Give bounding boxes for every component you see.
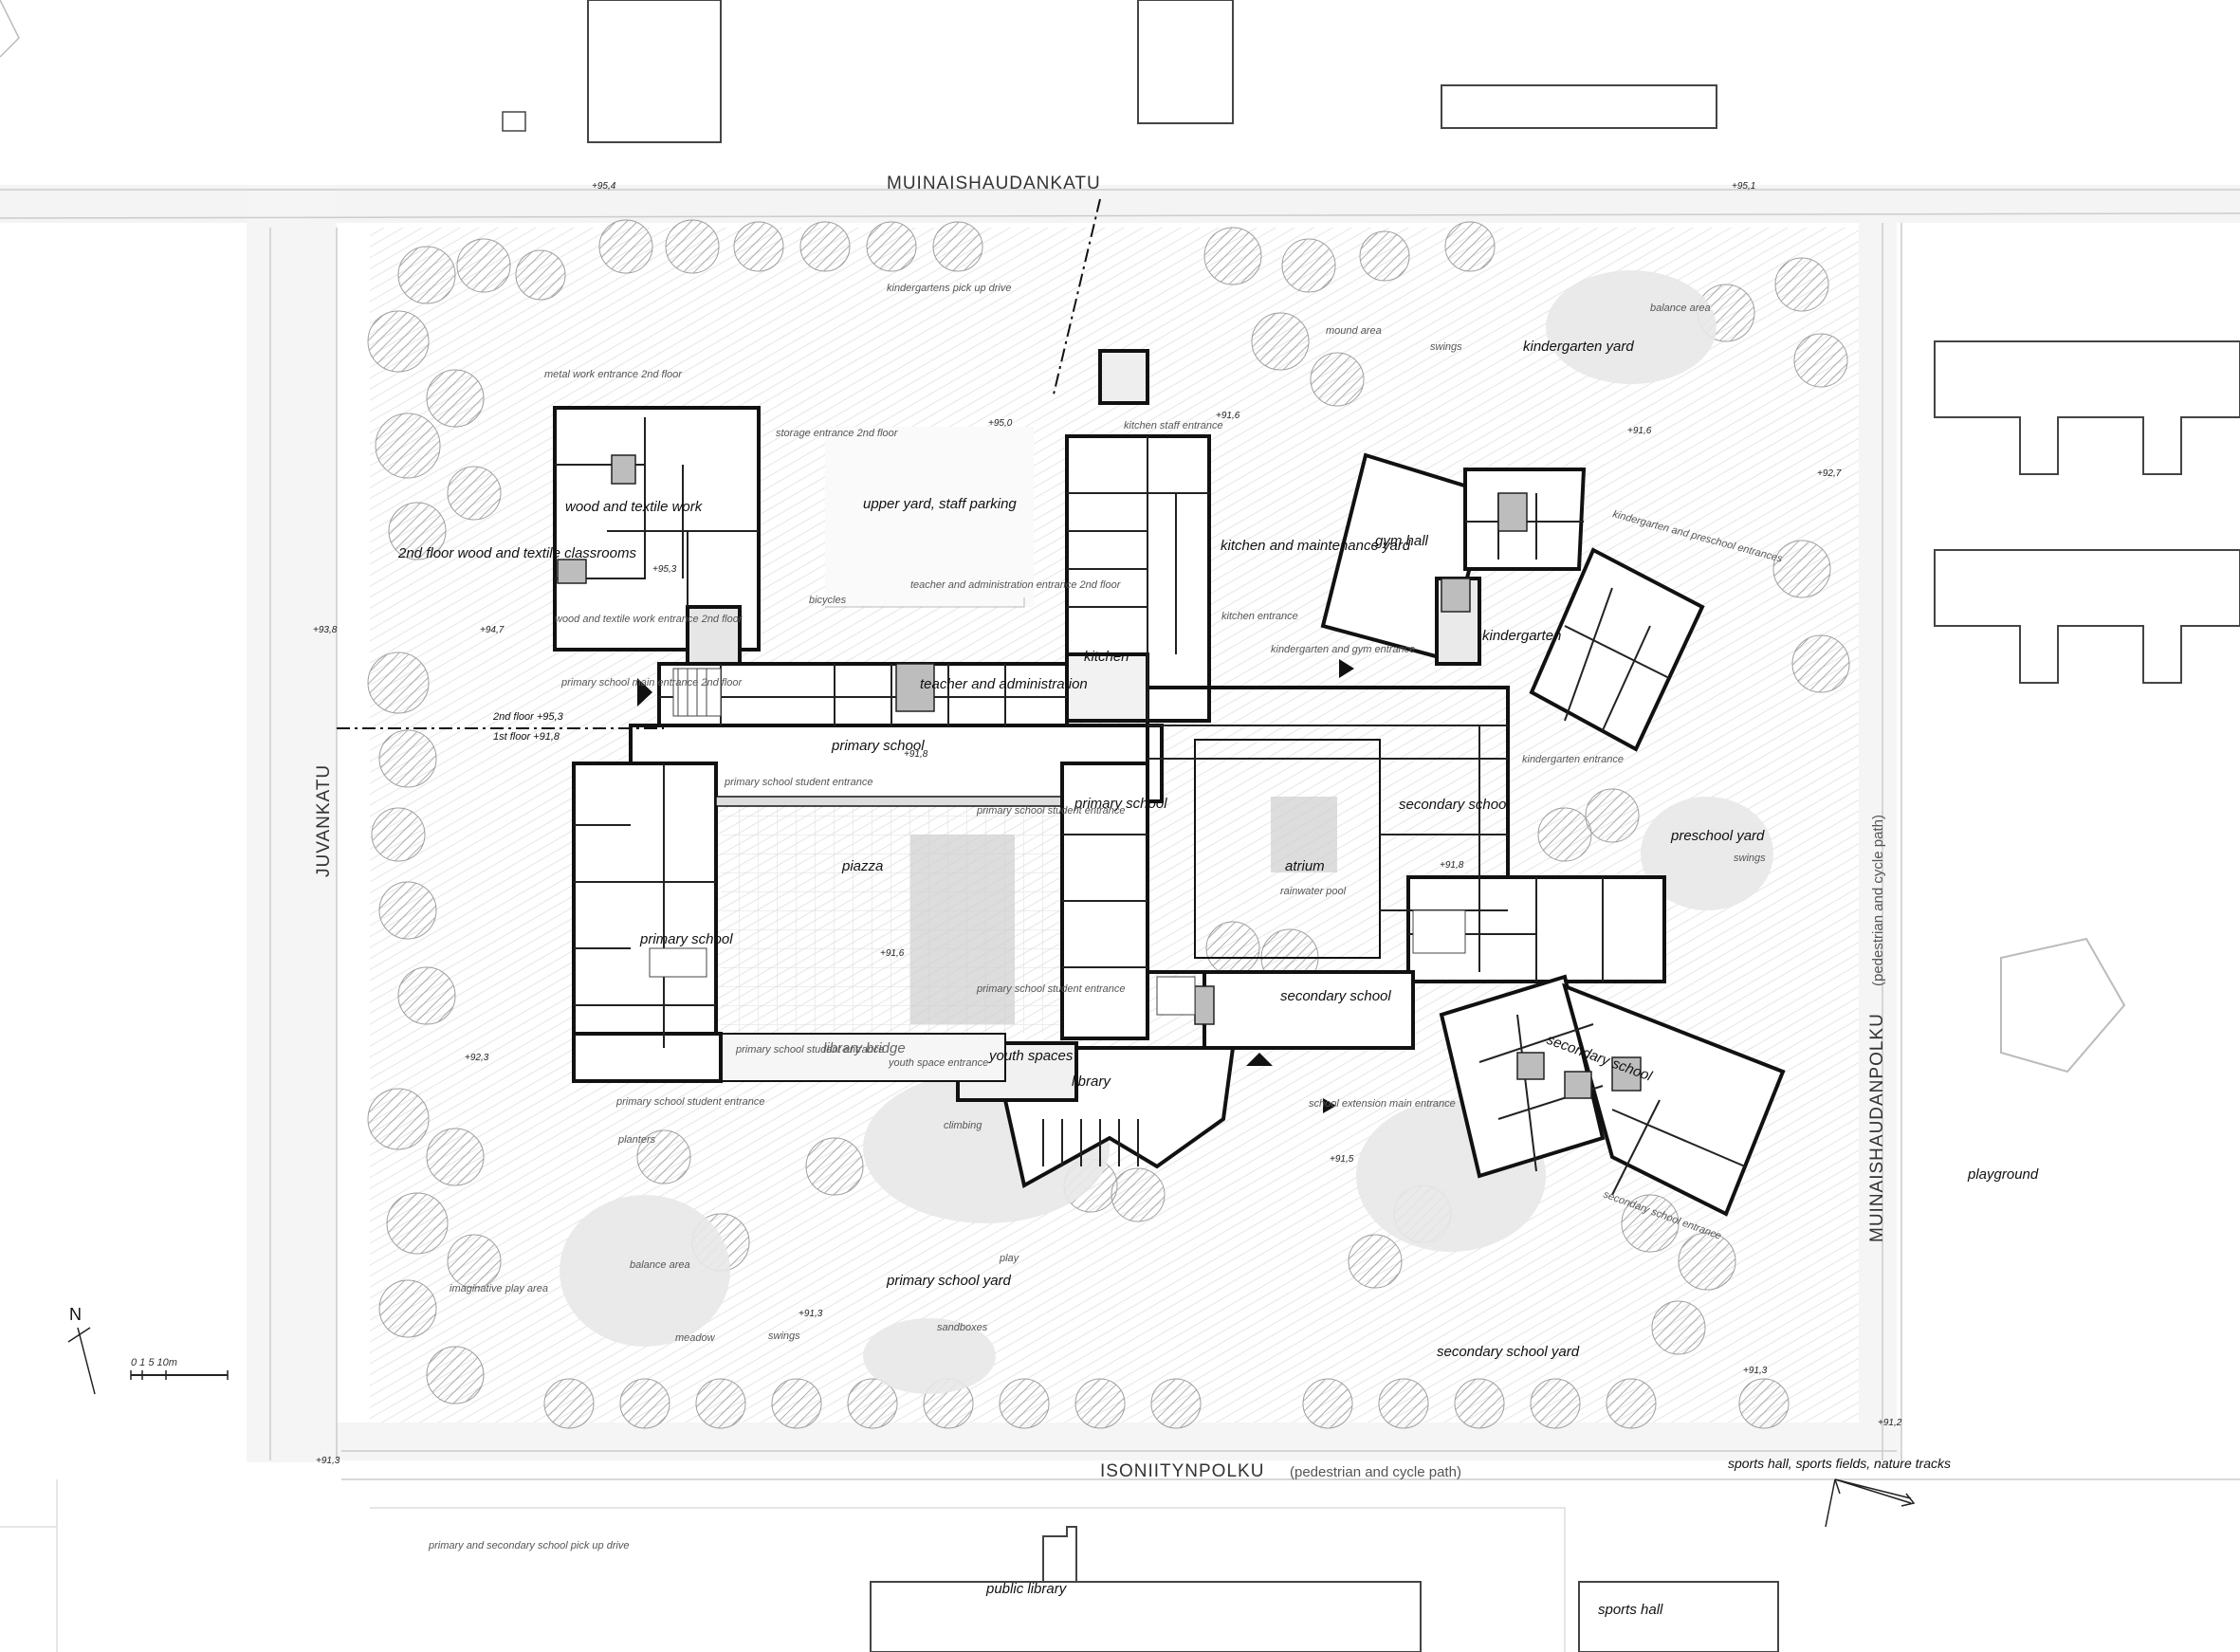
elev-12: +92,3 <box>465 1053 489 1063</box>
elev-9: +91,8 <box>904 749 928 760</box>
elev-13: +91,5 <box>1330 1154 1354 1165</box>
courtyards <box>721 427 1337 1034</box>
elev-16: +91,3 <box>1743 1366 1768 1376</box>
label-teacher-admin: teacher and administration <box>920 676 1088 692</box>
note-student-entrance-3: primary school student entrance <box>976 983 1126 995</box>
note-metal-work: metal work entrance 2nd floor <box>544 369 683 380</box>
label-gym: gym hall <box>1375 533 1429 549</box>
note-swings: swings <box>768 1331 800 1342</box>
section-line <box>337 198 1101 729</box>
label-kindergarten-yard: kindergarten yard <box>1523 339 1634 355</box>
elev-1: +95,4 <box>592 181 616 192</box>
label-sports-arrow: sports hall, sports fields, nature track… <box>1728 1456 1951 1471</box>
note-kg-pickup: kindergartens pick up drive <box>887 283 1011 294</box>
direction-arrows <box>1825 1478 1916 1528</box>
note-bicycles: bicycles <box>809 595 847 606</box>
note-swings-3: swings <box>1734 853 1766 864</box>
service-rooms <box>557 454 1642 1099</box>
stairs <box>649 668 1466 1016</box>
elev-8: +95,3 <box>652 564 677 575</box>
elev-15: +91,3 <box>799 1309 823 1319</box>
label-atrium: atrium <box>1285 858 1325 874</box>
note-kitchen-staff: kitchen staff entrance <box>1124 420 1223 431</box>
note-floor-1: 1st floor +91,8 <box>493 731 560 743</box>
street-east: MUINAISHAUDANPOLKU <box>1867 1013 1887 1242</box>
label-wood-textile-2nd: 2nd floor wood and textile classrooms <box>397 545 636 561</box>
elev-3: +95,0 <box>988 418 1013 429</box>
label-primary-north: primary school <box>831 738 925 754</box>
label-primary-yard: primary school yard <box>886 1273 1012 1289</box>
elev-2: +95,1 <box>1732 181 1755 192</box>
label-library-bridge: library bridge <box>823 1040 906 1056</box>
elev-7: +94,7 <box>480 625 505 635</box>
note-imaginative: imaginative play area <box>450 1283 548 1294</box>
north-arrow <box>67 1327 229 1395</box>
elev-14: +91,6 <box>1627 426 1652 436</box>
note-meadow: meadow <box>675 1332 716 1344</box>
note-balance-area-2: balance area <box>1650 303 1711 314</box>
note-pickup-south: primary and secondary school pick up dri… <box>428 1540 630 1551</box>
elevation-marks: +95,4 +95,1 +95,0 +91,6 +92,7 +93,8 +94,… <box>313 181 1902 1466</box>
school-building <box>553 349 1786 1217</box>
note-rainwater: rainwater pool <box>1280 886 1347 897</box>
label-upper-yard: upper yard, staff parking <box>863 496 1017 512</box>
elev-11: +91,6 <box>880 948 905 959</box>
label-primary-center: primary school <box>1074 796 1167 812</box>
note-youth-entrance: youth space entrance <box>888 1057 988 1069</box>
note-kg-gym-entrance: kindergarten and gym entrance <box>1271 644 1415 655</box>
note-teacher-entrance: teacher and administration entrance 2nd … <box>910 579 1122 591</box>
street-north: MUINAISHAUDANKATU <box>887 174 1101 193</box>
label-secondary-mid: secondary school <box>1280 988 1391 1004</box>
label-playground: playground <box>1967 1166 2039 1183</box>
note-planters: planters <box>617 1134 656 1146</box>
label-primary-west: primary school <box>639 931 733 947</box>
label-sports-hall: sports hall <box>1598 1602 1663 1618</box>
note-student-entrance-1: primary school student entrance <box>724 777 873 788</box>
elev-18: +91,3 <box>316 1456 340 1466</box>
note-sandboxes: sandboxes <box>937 1322 988 1333</box>
note-student-entrance-2: primary school student entrance <box>976 805 1126 817</box>
elev-17: +91,2 <box>1878 1418 1902 1428</box>
label-wood-textile: wood and textile work <box>565 499 704 515</box>
note-student-entrance-5: primary school student entrance <box>615 1096 765 1108</box>
street-west: JUVANKATU <box>314 764 334 877</box>
note-wood-textile-entrance: wood and textile work entrance 2nd floor <box>555 614 744 625</box>
note-student-entrance-4: primary school student entrance <box>735 1044 885 1055</box>
label-kitchen: kitchen <box>1084 649 1129 665</box>
note-mound: mound area <box>1326 325 1382 337</box>
label-library: library <box>1072 1074 1111 1090</box>
street-south: ISONIITYNPOLKU <box>1100 1461 1264 1481</box>
elev-4: +91,6 <box>1216 411 1240 421</box>
scale-bar-labels: 0 1 5 10m <box>131 1357 177 1368</box>
label-public-library: public library <box>985 1581 1068 1597</box>
elev-5: +92,7 <box>1817 468 1842 479</box>
note-kitchen-entrance: kitchen entrance <box>1221 611 1298 622</box>
elev-6: +93,8 <box>313 625 338 635</box>
label-kindergarten: kindergarten <box>1482 628 1561 644</box>
elev-10: +91,8 <box>1440 860 1464 871</box>
note-swings-2: swings <box>1430 341 1462 353</box>
label-kitchen-yard: kitchen and maintenance yard <box>1221 538 1411 554</box>
street-names: MUINAISHAUDANKATU JUVANKATU MUINAISHAUDA… <box>314 174 1887 1481</box>
north-arrow-label: N <box>69 1305 82 1324</box>
note-play: play <box>999 1253 1020 1264</box>
label-preschool-yard: preschool yard <box>1670 828 1765 844</box>
label-piazza: piazza <box>841 858 883 874</box>
entrance-markers <box>637 659 1354 1113</box>
note-school-ext-main: school extension main entrance <box>1309 1098 1456 1110</box>
street-south-note: (pedestrian and cycle path) <box>1290 1464 1461 1480</box>
label-secondary-yard: secondary school yard <box>1437 1344 1580 1360</box>
street-east-note: (pedestrian and cycle path) <box>1870 815 1886 986</box>
note-balance-area: balance area <box>630 1259 690 1271</box>
note-storage: storage entrance 2nd floor <box>776 428 899 439</box>
note-floor-2: 2nd floor +95,3 <box>492 711 564 723</box>
label-secondary-north: secondary school <box>1399 797 1510 813</box>
label-youth: youth spaces <box>988 1048 1074 1064</box>
note-kg-entrance: kindergarten entrance <box>1522 754 1624 765</box>
note-primary-main: primary school main entrance 2nd floor <box>560 677 743 688</box>
note-climbing: climbing <box>944 1120 982 1131</box>
